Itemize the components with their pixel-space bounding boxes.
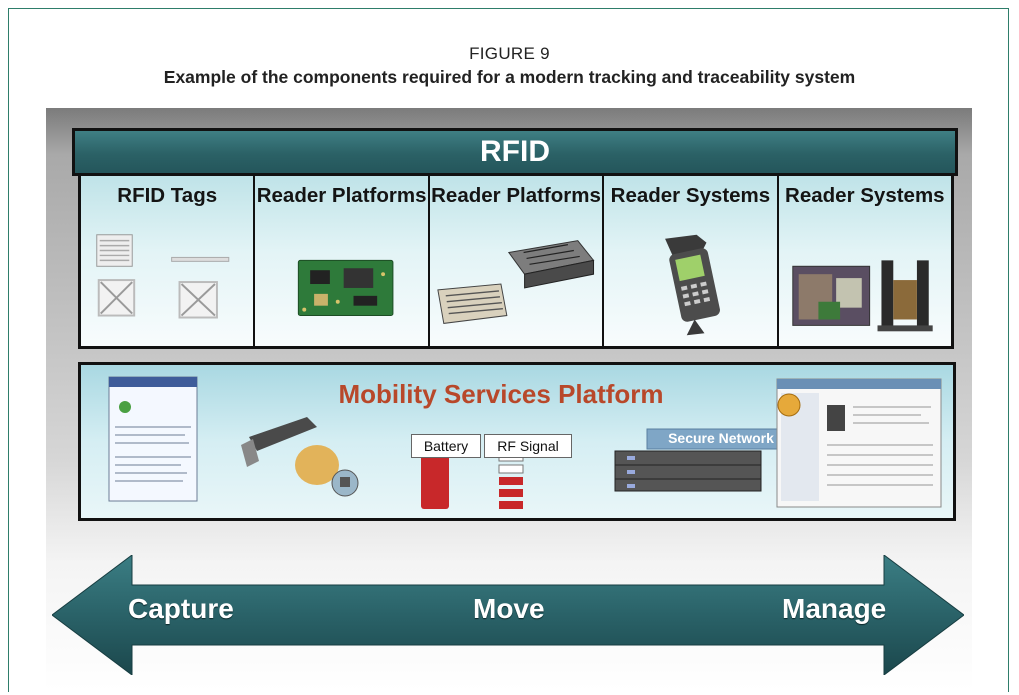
management-console-icon bbox=[776, 378, 942, 508]
mobility-services-platform-panel: Mobility Services Platform Battery RF Si… bbox=[78, 362, 956, 521]
column-title: Reader Platforms bbox=[431, 184, 601, 207]
flow-label-move: Move bbox=[473, 593, 545, 624]
flow-label-manage: Manage bbox=[782, 593, 887, 624]
rfid-column-reader-systems-2: Reader Systems bbox=[778, 176, 952, 346]
rfid-column-reader-platforms-1: Reader Platforms bbox=[255, 176, 428, 346]
handheld-scanner-icon bbox=[665, 234, 721, 336]
rfid-tags-icon bbox=[96, 234, 230, 319]
rfid-column-reader-systems-1: Reader Systems bbox=[604, 176, 777, 346]
battery-label: Battery bbox=[411, 434, 481, 458]
secure-network-label: Secure Network bbox=[668, 430, 774, 446]
platform-title: Mobility Services Platform bbox=[338, 379, 664, 409]
rfid-component-grid: RFID Tags Reader Platforms bbox=[78, 176, 954, 349]
hand-with-device-icon bbox=[241, 417, 359, 497]
server-rack-icon bbox=[614, 428, 784, 492]
figure-caption: Example of the components required for a… bbox=[163, 67, 856, 87]
rf-signal-label: RF Signal bbox=[484, 434, 572, 458]
rfid-column-tags: RFID Tags bbox=[81, 176, 254, 346]
column-title: Reader Systems bbox=[785, 184, 945, 207]
rf-signal-gauge-icon bbox=[498, 452, 524, 509]
reader-device-icon bbox=[437, 240, 595, 324]
rfid-column-reader-platforms-2: Reader Platforms bbox=[429, 176, 603, 346]
device-status-screen-icon bbox=[108, 376, 198, 502]
circuit-board-icon bbox=[298, 259, 394, 317]
capture-move-manage-arrow bbox=[52, 555, 964, 675]
column-title: Reader Platforms bbox=[256, 184, 427, 207]
column-title: Reader Systems bbox=[610, 184, 771, 207]
portal-reader-icon bbox=[791, 260, 933, 332]
column-title: RFID Tags bbox=[117, 184, 218, 207]
rfid-header: RFID bbox=[72, 128, 958, 176]
figure-label: FIGURE 9 bbox=[469, 44, 550, 63]
figure-frame bbox=[8, 8, 1009, 692]
flow-label-capture: Capture bbox=[128, 593, 234, 624]
